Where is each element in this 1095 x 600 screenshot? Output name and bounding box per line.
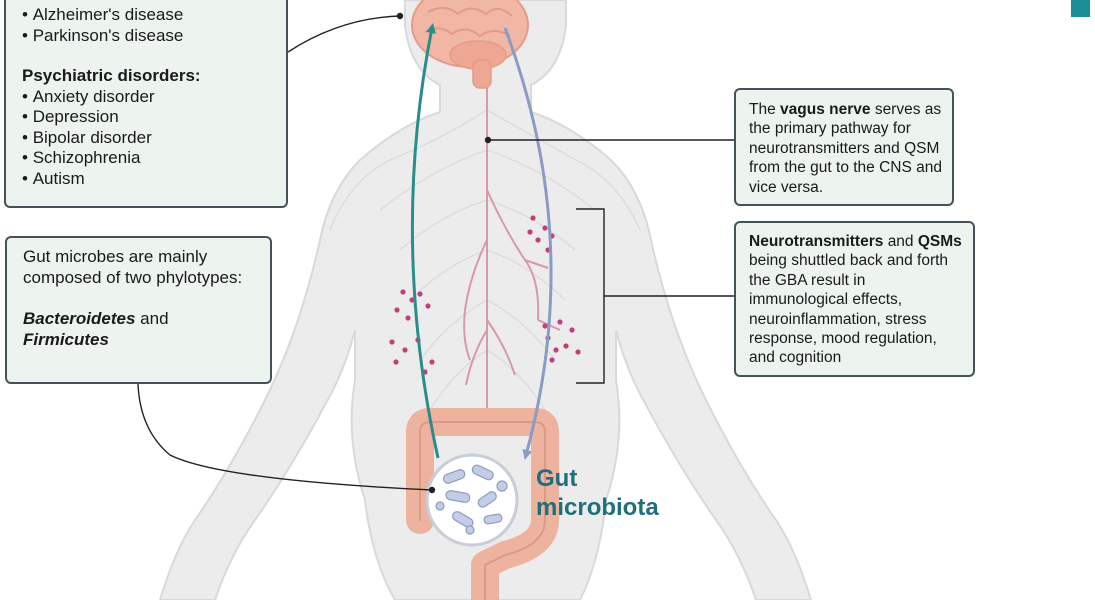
psychiatric-heading: Psychiatric disorders: (22, 66, 201, 85)
dot (405, 315, 411, 321)
vagus-nerve-box: The vagus nerve serves as the primary pa… (734, 88, 954, 206)
effects-bold-neurotransmitters: Neurotransmitters (749, 233, 884, 250)
disorder-item: Schizophrenia (22, 148, 286, 169)
gut-microbes-box: Gut microbes are mainly composed of two … (5, 236, 272, 384)
vagus-text-pre: The (749, 101, 776, 118)
taxon-connector: and (140, 309, 169, 328)
body-silhouette (158, 0, 813, 600)
dot (542, 225, 548, 231)
dot (563, 343, 569, 349)
disorder-item: Parkinson's disease (22, 26, 286, 47)
dot (389, 339, 395, 345)
dot (549, 357, 555, 363)
disorder-item: Anxiety disorder (22, 87, 286, 108)
intestine (406, 408, 559, 600)
vagus-text-post: serves as the primary pathway for neurot… (749, 101, 942, 196)
dot (417, 291, 423, 297)
dot (569, 327, 575, 333)
corner-tab (1071, 0, 1090, 17)
disorder-item: Autism (22, 169, 286, 190)
effects-bold-qsms: QSMs (917, 233, 962, 250)
dot (394, 307, 400, 313)
effects-connector: and (887, 233, 914, 250)
dot (393, 359, 399, 365)
ascending-arrow (410, 23, 440, 459)
dot (553, 347, 559, 353)
disorder-item: Depression (22, 107, 286, 128)
dot (542, 323, 548, 329)
microbes-text: Gut microbes are mainly composed of two … (23, 247, 243, 287)
taxon-firmicutes: Firmicutes (23, 329, 109, 349)
dot (535, 237, 541, 243)
taxon-bacteroidetes: Bacteroidetes (23, 309, 136, 328)
microbiota-circle (425, 453, 519, 547)
dot (409, 297, 415, 303)
disorders-box: Alzheimer's disease Parkinson's disease … (4, 0, 288, 208)
connector-microbes (137, 383, 433, 491)
effects-box: Neurotransmitters and QSMs being shuttle… (734, 221, 975, 377)
effects-text: being shuttled back and forth the GBA re… (749, 252, 949, 367)
dot (402, 347, 408, 353)
connector-disorders (287, 15, 401, 53)
dot (429, 359, 435, 365)
dot (425, 303, 431, 309)
dot (400, 289, 406, 295)
dot (530, 215, 536, 221)
brain (411, 0, 529, 89)
dot (527, 229, 533, 235)
disorder-item: Bipolar disorder (22, 128, 286, 149)
disorder-item: Alzheimer's disease (22, 5, 286, 26)
dot (575, 349, 581, 355)
effects-bracket (576, 208, 734, 384)
vagus-text-bold: vagus nerve (780, 101, 871, 118)
dot (557, 319, 563, 325)
descending-arrow (503, 27, 553, 460)
